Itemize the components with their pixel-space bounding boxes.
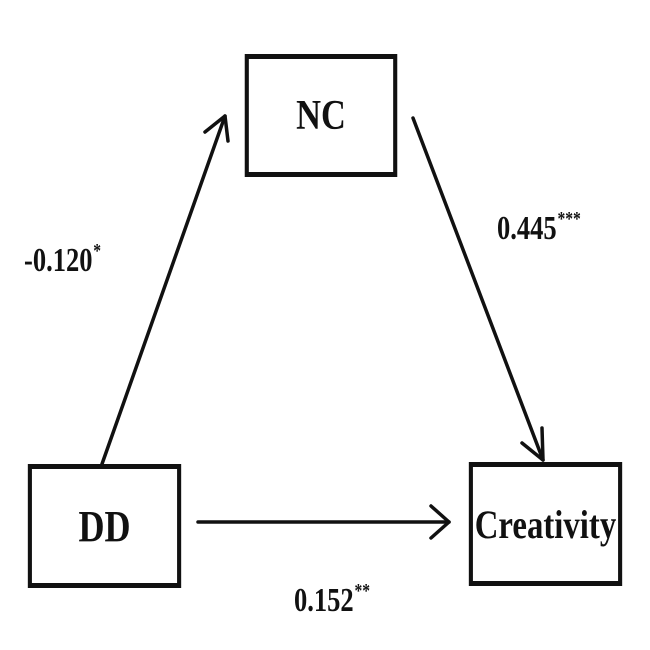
coefficient-value: 0.445: [497, 210, 557, 247]
coefficient-dd-creativity: 0.152**: [294, 580, 370, 620]
arrow-dd-to-creativity: [196, 504, 451, 540]
node-dd-label: DD: [78, 501, 131, 551]
node-nc: NC: [244, 54, 398, 177]
significance-stars: ***: [557, 208, 581, 230]
arrow-dd-to-nc: [100, 114, 230, 466]
coefficient-nc-creativity: 0.445***: [497, 208, 581, 248]
arrow-nc-to-creativity: [411, 116, 545, 462]
coefficient-dd-nc: -0.120*: [24, 240, 101, 280]
node-creativity-label: Creativity: [474, 501, 617, 547]
coefficient-value: -0.120: [24, 242, 93, 279]
significance-stars: *: [93, 240, 102, 262]
node-nc-label: NC: [296, 92, 346, 139]
node-creativity: Creativity: [468, 462, 623, 586]
coefficient-value: 0.152: [294, 582, 354, 619]
node-dd: DD: [27, 464, 182, 588]
significance-stars: **: [354, 580, 371, 602]
